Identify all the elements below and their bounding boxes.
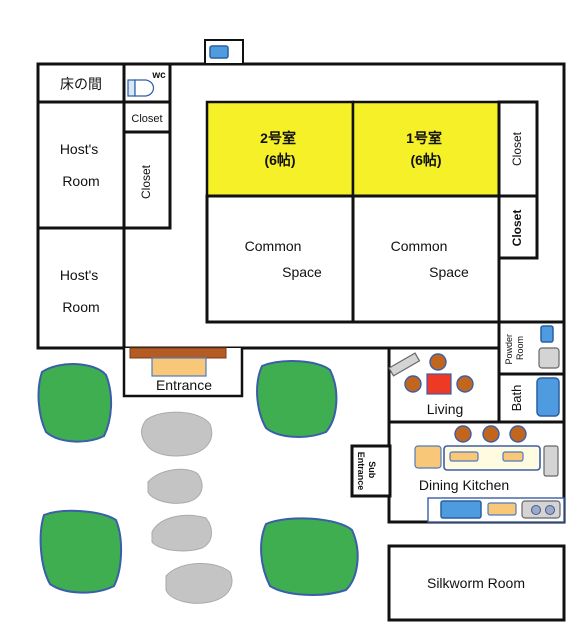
label-living: Living <box>427 401 464 417</box>
label-closet-small: Closet <box>131 113 162 125</box>
burner-icon <box>531 505 541 515</box>
room-sub-entrance <box>350 444 392 498</box>
room-host-2 <box>36 226 126 350</box>
label-room-1: 1号室 (6帖) <box>406 130 446 168</box>
bathtub-icon <box>536 377 560 417</box>
garden-stone <box>141 411 213 457</box>
room-1 <box>351 100 501 198</box>
garden-stone <box>147 468 203 504</box>
room-host-1 <box>36 100 126 230</box>
room-silkworm <box>387 544 566 622</box>
sink-icon <box>540 325 554 343</box>
label-entrance: Entrance <box>156 377 212 393</box>
washer-icon <box>538 347 560 369</box>
room-closet-vertical <box>122 130 172 230</box>
label-host-room-2: Host's Room <box>60 267 102 315</box>
fridge-icon <box>543 445 559 477</box>
label-silkworm-room: Silkworm Room <box>427 575 525 591</box>
dish-icon <box>449 451 479 462</box>
vent-icon <box>209 45 229 59</box>
room-2 <box>205 100 355 198</box>
garden-tree <box>37 363 113 443</box>
label-closet-vertical: Closet <box>139 164 153 199</box>
table-icon <box>426 373 452 395</box>
garden-tree <box>256 360 338 438</box>
chair-icon <box>454 425 472 443</box>
garden-tree <box>39 509 123 594</box>
chair-icon <box>482 425 500 443</box>
label-wc: wc <box>151 70 166 81</box>
label-host-room-1: Host's Room <box>60 141 102 189</box>
label-room-2: 2号室 (6帖) <box>260 130 300 168</box>
label-powder-room: Powder Room <box>504 331 525 364</box>
tv-icon <box>388 352 421 377</box>
kitchen-sink-icon <box>440 500 482 519</box>
label-common-space-1: Common Space <box>245 238 322 280</box>
toilet-icon <box>127 79 155 97</box>
dish-icon <box>502 451 524 462</box>
entrance-step <box>129 347 227 359</box>
garden <box>37 360 359 604</box>
cutting-board-icon <box>487 502 517 516</box>
chair-icon <box>509 425 527 443</box>
burner-icon <box>545 505 555 515</box>
chair-icon <box>404 375 422 393</box>
label-bath: Bath <box>509 385 524 412</box>
room-closet-right-2 <box>497 194 539 260</box>
label-dining-kitchen: Dining Kitchen <box>419 477 509 493</box>
label-closet-right-2: Closet <box>510 210 524 247</box>
label-common-space-2: Common Space <box>391 238 469 280</box>
label-sub-entrance: Sub Entrance <box>356 452 377 491</box>
garden-stone <box>151 514 212 552</box>
garden-tree <box>260 517 359 596</box>
entrance-mat <box>151 357 207 377</box>
chair-icon <box>456 375 474 393</box>
common-space-1 <box>205 194 355 324</box>
chair-icon <box>429 353 447 371</box>
cabinet-icon <box>414 445 442 469</box>
label-closet-right-1: Closet <box>510 131 524 166</box>
label-tokonoma: 床の間 <box>60 76 102 92</box>
common-space-2 <box>351 194 501 324</box>
garden-stone <box>165 562 233 604</box>
